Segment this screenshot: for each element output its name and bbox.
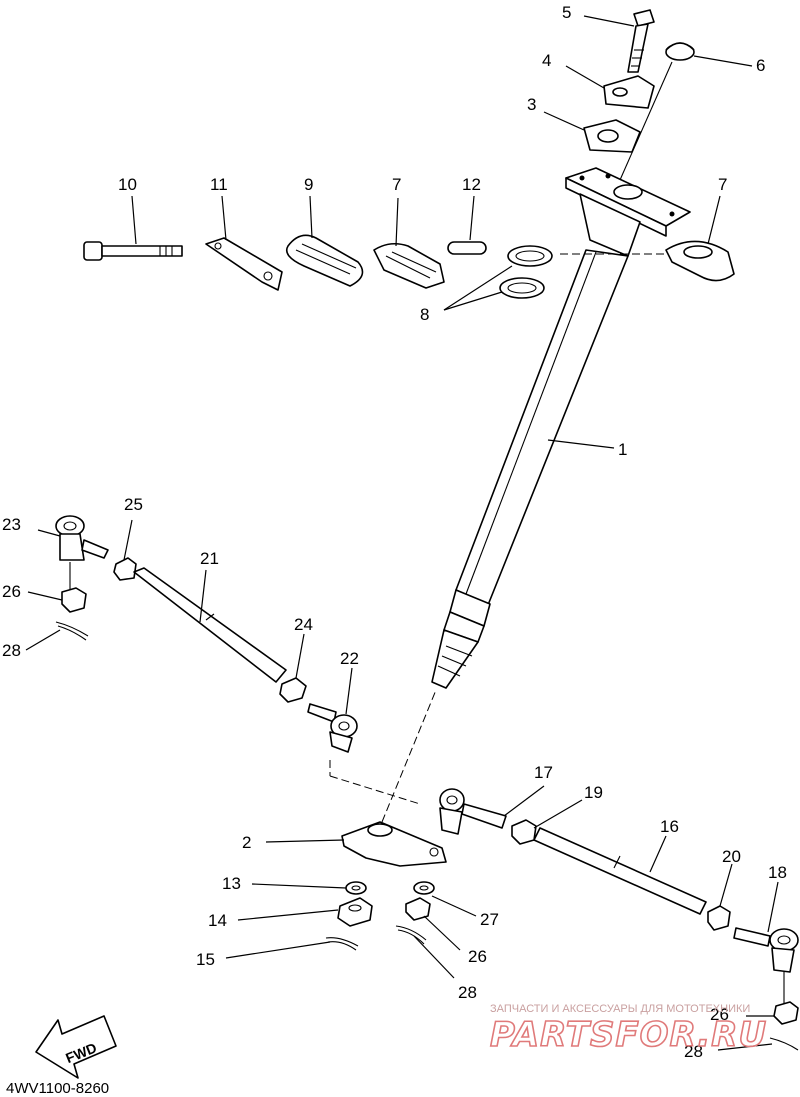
callout-17: 17 <box>534 763 553 782</box>
nut-26-center <box>405 897 431 921</box>
holder-7-right <box>560 240 735 282</box>
callout-3: 3 <box>527 95 536 114</box>
fwd-arrow: FWD <box>35 1015 117 1079</box>
cotter-pin-28-left <box>55 621 89 641</box>
washer-27 <box>413 881 435 895</box>
callout-26-left: 26 <box>2 582 21 601</box>
callouts: 1 2 3 4 5 6 7 7 8 9 10 11 12 13 14 15 16… <box>2 3 787 1061</box>
bolt-5 <box>627 9 655 73</box>
nut-20 <box>707 905 731 931</box>
callout-28-left: 28 <box>2 641 21 660</box>
spring-9 <box>285 234 364 287</box>
callout-4: 4 <box>542 51 551 70</box>
bolt-10 <box>83 241 183 261</box>
catalog-code: 4WV1100-8260 <box>6 1080 109 1097</box>
callout-25: 25 <box>124 495 143 514</box>
pin-12 <box>447 241 487 255</box>
nut-26-right <box>773 1001 799 1025</box>
callout-9: 9 <box>304 175 313 194</box>
tie-rod-end-18 <box>733 927 799 1004</box>
clamp-lower-3 <box>583 119 641 153</box>
callout-28-right: 28 <box>684 1042 703 1061</box>
callout-8: 8 <box>420 305 429 324</box>
callout-24: 24 <box>294 615 313 634</box>
callout-18: 18 <box>768 863 787 882</box>
cotter-pin-28-right <box>769 1037 799 1051</box>
steering-shaft <box>431 249 629 689</box>
callout-6: 6 <box>756 56 765 75</box>
cotter-pin-15 <box>325 937 359 951</box>
column-flange <box>565 167 691 257</box>
callout-26-center: 26 <box>468 947 487 966</box>
callout-13: 13 <box>222 874 241 893</box>
callout-7-right: 7 <box>718 175 727 194</box>
watermark-logo: PARTSFOR.RU <box>490 1015 767 1055</box>
plate-11 <box>205 237 283 291</box>
tie-rod-end-22 <box>307 703 358 753</box>
callout-28-center: 28 <box>458 983 477 1002</box>
callout-20: 20 <box>722 847 741 866</box>
seals-8 <box>499 245 553 299</box>
callout-12: 12 <box>462 175 481 194</box>
nut-25 <box>113 557 137 581</box>
clamp-upper-4 <box>603 75 655 109</box>
callout-26-right: 26 <box>710 1005 729 1024</box>
callout-10: 10 <box>118 175 137 194</box>
callout-1: 1 <box>618 440 627 459</box>
callout-14: 14 <box>208 911 227 930</box>
watermark-line1: ЗАПЧАСТИ И АКСЕССУАРЫ ДЛЯ МОТОТЕХНИКИ <box>490 1003 750 1015</box>
leader-lines <box>25 15 779 1051</box>
tie-rod-end-17 <box>439 788 507 835</box>
callout-15: 15 <box>196 950 215 969</box>
watermark: ЗАПЧАСТИ И АКСЕССУАРЫ ДЛЯ МОТОТЕХНИКИ PA… <box>489 1003 767 1056</box>
cap-6 <box>619 42 695 181</box>
nut-26-left <box>61 587 87 613</box>
callout-5: 5 <box>562 3 571 22</box>
callout-27: 27 <box>480 910 499 929</box>
nut-14 <box>337 897 373 927</box>
callout-19: 19 <box>584 783 603 802</box>
callout-21: 21 <box>200 549 219 568</box>
callout-11: 11 <box>210 175 228 194</box>
rod-16 <box>533 827 707 915</box>
washer-13 <box>345 881 367 895</box>
callout-22: 22 <box>340 649 359 668</box>
tie-rod-end-23 <box>55 515 109 590</box>
callout-7-left: 7 <box>392 175 401 194</box>
nut-19 <box>511 819 537 845</box>
rod-21 <box>133 567 287 683</box>
callout-16: 16 <box>660 817 679 836</box>
nut-24 <box>279 677 307 703</box>
holder-7-left <box>373 242 445 289</box>
callout-23: 23 <box>2 515 21 534</box>
pitman-arm <box>329 689 447 867</box>
callout-2: 2 <box>242 833 251 852</box>
cotter-pin-28-center <box>395 925 427 945</box>
